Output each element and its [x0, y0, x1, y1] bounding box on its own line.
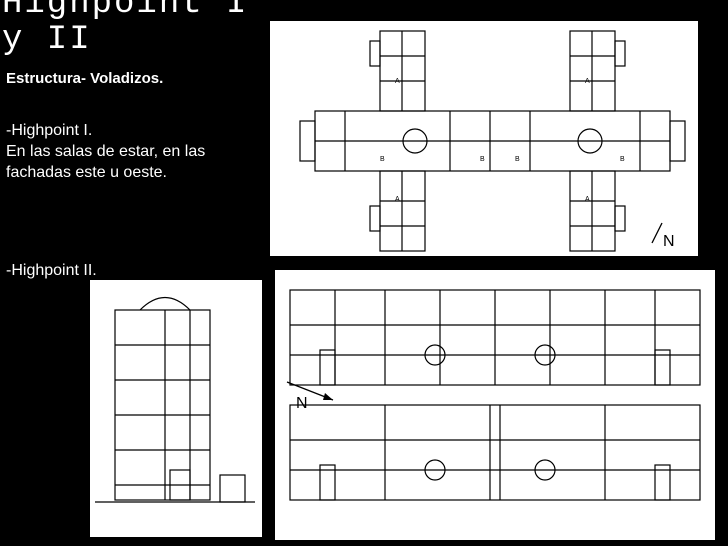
plan1-room-letter: A	[585, 196, 590, 203]
plan2-north-label: N	[296, 395, 308, 412]
highpoint-one-heading: -Highpoint I.	[6, 122, 93, 139]
slide-subtitle: Estructura- Voladizos.	[6, 70, 164, 87]
highpoint-two-plan-drawing: N	[286, 289, 701, 501]
plan1-room-letter: B	[380, 156, 385, 163]
plan1-north-label: N	[663, 233, 675, 250]
plan1-room-letter: B	[515, 156, 520, 163]
slide-title: Highpoint I y II	[2, 0, 249, 59]
highpoint-two-section	[90, 280, 262, 537]
highpoint-one-plan-drawing: A A A A B B B B N	[299, 30, 686, 252]
plan1-room-letter: B	[480, 156, 485, 163]
highpoint-one-note: -Highpoint I. En las salas de estar, en …	[6, 120, 271, 183]
plan1-room-letter: A	[585, 78, 590, 85]
section-drawing	[95, 296, 255, 503]
plan1-room-letter: A	[395, 78, 400, 85]
highpoint-one-description: En las salas de estar, en las fachadas e…	[6, 143, 206, 181]
arrowhead-icon	[323, 393, 333, 400]
highpoint-one-floor-plan: A A A A B B B B N	[270, 21, 698, 256]
plan1-room-letter: B	[620, 156, 625, 163]
plan1-room-letter: A	[395, 196, 400, 203]
highpoint-two-heading: -Highpoint II.	[6, 262, 97, 279]
highpoint-two-floor-plans: N	[275, 270, 715, 540]
north-arrow-icon	[651, 222, 663, 244]
